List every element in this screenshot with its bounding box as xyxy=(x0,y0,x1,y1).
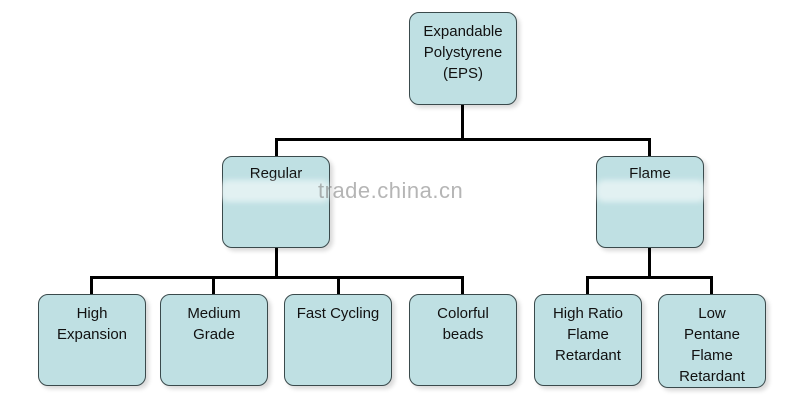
node-root-label: Expandable Polystyrene (EPS) xyxy=(423,23,503,82)
watermark-haze-right xyxy=(596,180,706,202)
node-flame-label: Flame xyxy=(629,165,671,182)
connector-regular-bar xyxy=(90,276,464,279)
node-regular-label: Regular xyxy=(249,165,303,182)
connector-flame-down xyxy=(648,246,651,278)
node-fast-cycling: Fast Cycling xyxy=(284,294,392,386)
connector-flame-bar xyxy=(586,276,713,279)
connector-level1-bar xyxy=(275,138,651,141)
connector-to-colorful-beads xyxy=(461,276,464,296)
node-colorful-beads: Colorful beads xyxy=(409,294,517,386)
node-root-eps: Expandable Polystyrene (EPS) xyxy=(409,12,517,105)
node-regular: Regular xyxy=(222,156,330,248)
node-low-pentane-label: Low Pentane Flame Retardant xyxy=(679,305,745,385)
node-fast-cycling-label: Fast Cycling xyxy=(296,305,380,322)
node-high-expansion: High Expansion xyxy=(38,294,146,386)
node-low-pentane-flame-retardant: Low Pentane Flame Retardant xyxy=(658,294,766,388)
connector-to-regular xyxy=(275,138,278,158)
connector-regular-down xyxy=(275,246,278,278)
connector-to-flame xyxy=(648,138,651,158)
node-flame: Flame xyxy=(596,156,704,248)
node-medium-grade-label: Medium Grade xyxy=(187,305,241,343)
connector-to-high-expansion xyxy=(90,276,93,296)
watermark-haze-left xyxy=(220,180,330,202)
connector-to-fast-cycling xyxy=(337,276,340,296)
node-high-expansion-label: High Expansion xyxy=(56,305,128,343)
node-high-ratio-flame-retardant: High Ratio Flame Retardant xyxy=(534,294,642,386)
node-high-ratio-label: High Ratio Flame Retardant xyxy=(552,305,624,364)
node-medium-grade: Medium Grade xyxy=(160,294,268,386)
node-colorful-beads-label: Colorful beads xyxy=(437,305,489,343)
connector-to-medium-grade xyxy=(212,276,215,296)
connector-to-high-ratio xyxy=(586,276,589,296)
connector-to-low-pentane xyxy=(710,276,713,296)
watermark-text: trade.china.cn xyxy=(318,178,464,203)
connector-root-down xyxy=(461,104,464,140)
